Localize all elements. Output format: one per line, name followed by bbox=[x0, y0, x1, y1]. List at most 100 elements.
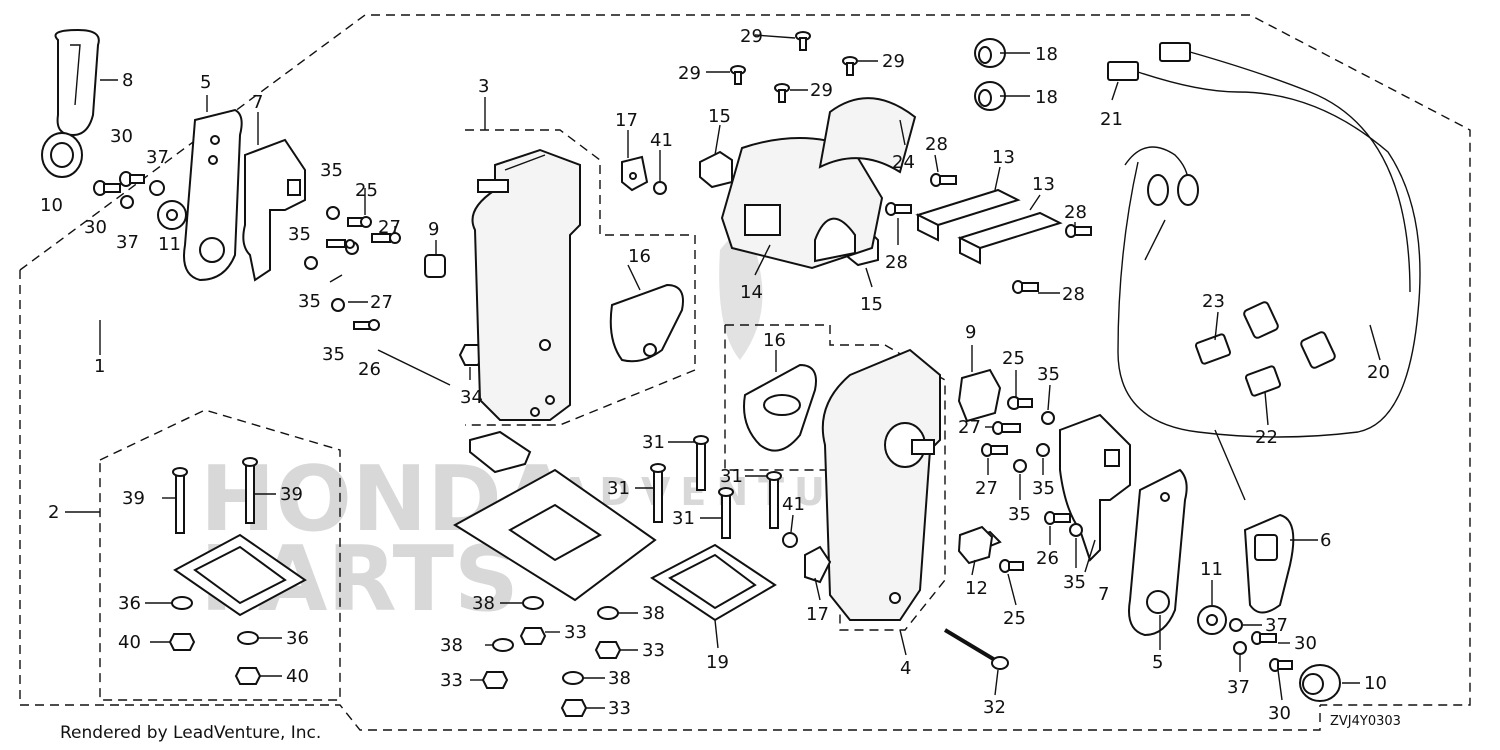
callout: 11 bbox=[158, 234, 181, 255]
callout: 12 bbox=[965, 578, 988, 599]
clip-part-top bbox=[621, 155, 667, 195]
footer-credit: Rendered by LeadVenture, Inc. bbox=[60, 723, 321, 743]
callout: 3 bbox=[478, 76, 489, 97]
callout: 38 bbox=[440, 635, 463, 656]
callout: 35 bbox=[322, 344, 345, 365]
lever-handle-part bbox=[54, 28, 100, 137]
callout: 10 bbox=[40, 195, 63, 216]
callout: 5 bbox=[200, 72, 211, 93]
callout: 9 bbox=[965, 322, 976, 343]
callout: 41 bbox=[782, 494, 805, 515]
callout: 28 bbox=[1062, 284, 1085, 305]
callout: 38 bbox=[642, 603, 665, 624]
diagram-code: ZVJ4Y0303 bbox=[1330, 714, 1401, 729]
long-bolt-part bbox=[943, 628, 1009, 670]
callout: 4 bbox=[900, 658, 911, 679]
washer-part bbox=[157, 200, 187, 230]
callout-labels: 8 5 7 30 37 10 30 37 11 3 35 25 35 27 9 … bbox=[40, 26, 1390, 724]
fastener-cluster-right bbox=[1229, 618, 1293, 672]
callout: 37 bbox=[146, 147, 169, 168]
callout: 8 bbox=[122, 70, 133, 91]
cable-attachment-part bbox=[242, 138, 306, 282]
cover-plate-left-part bbox=[609, 283, 684, 363]
clip-part-bottom bbox=[782, 532, 832, 584]
callout: 33 bbox=[642, 640, 665, 661]
callout: 35 bbox=[298, 291, 321, 312]
lever-arm-part bbox=[183, 108, 243, 282]
callout: 39 bbox=[280, 484, 303, 505]
cable-attachment-right-part bbox=[1059, 413, 1131, 562]
gasket-part bbox=[453, 430, 657, 602]
callout: 1 bbox=[94, 356, 105, 377]
grommet-part bbox=[41, 132, 83, 178]
callout: 37 bbox=[116, 232, 139, 253]
grip-cover-part bbox=[1243, 513, 1295, 614]
callout: 18 bbox=[1035, 44, 1058, 65]
callout: 9 bbox=[428, 219, 439, 240]
callout: 41 bbox=[650, 130, 673, 151]
callout: 17 bbox=[615, 110, 638, 131]
callout: 23 bbox=[1202, 291, 1225, 312]
bolt-part-31 bbox=[650, 435, 782, 539]
callout: 33 bbox=[608, 698, 631, 719]
callout: 27 bbox=[378, 217, 401, 238]
callout: 38 bbox=[608, 668, 631, 689]
callout: 31 bbox=[607, 478, 630, 499]
callout: 17 bbox=[806, 604, 829, 625]
callout: 29 bbox=[740, 26, 763, 47]
callout: 31 bbox=[720, 466, 743, 487]
screw-part-29 bbox=[730, 31, 858, 103]
mounting-frame-left-part bbox=[173, 533, 307, 617]
callout: 28 bbox=[885, 252, 908, 273]
callout: 27 bbox=[958, 417, 981, 438]
watermark-wing-icon bbox=[719, 234, 763, 360]
switch-housing-part bbox=[720, 137, 884, 270]
callout: 26 bbox=[358, 359, 381, 380]
callout: 27 bbox=[975, 478, 998, 499]
callout: 31 bbox=[642, 432, 665, 453]
callout: 33 bbox=[564, 622, 587, 643]
callout: 20 bbox=[1367, 362, 1390, 383]
callout: 40 bbox=[118, 632, 141, 653]
control-box-left-part bbox=[471, 148, 581, 421]
callout: 35 bbox=[320, 160, 343, 181]
lever-arm-right-part bbox=[1128, 468, 1188, 637]
callout: 15 bbox=[860, 294, 883, 315]
callout: 37 bbox=[1265, 615, 1288, 636]
callout: 35 bbox=[1037, 364, 1060, 385]
callout: 11 bbox=[1200, 559, 1223, 580]
wire-harness-part bbox=[1107, 42, 1421, 438]
callout: 13 bbox=[1032, 174, 1055, 195]
callout: 36 bbox=[118, 593, 141, 614]
callout: 40 bbox=[286, 666, 309, 687]
bracket-part-12 bbox=[957, 525, 994, 565]
callout: 13 bbox=[992, 147, 1015, 168]
callout: 35 bbox=[1008, 504, 1031, 525]
grommet-right-part bbox=[1299, 664, 1341, 702]
assembly-outline-2 bbox=[99, 409, 341, 701]
screw-part-28 bbox=[885, 173, 1092, 294]
callout: 35 bbox=[288, 224, 311, 245]
callout: 36 bbox=[286, 628, 309, 649]
callout: 19 bbox=[706, 652, 729, 673]
callout: 30 bbox=[110, 126, 133, 147]
callout: 30 bbox=[1268, 703, 1291, 724]
cover-plate-right-part bbox=[743, 363, 817, 452]
plug-part bbox=[974, 38, 1006, 111]
callout: 30 bbox=[1294, 633, 1317, 654]
callout: 10 bbox=[1364, 673, 1387, 694]
callout: 33 bbox=[440, 670, 463, 691]
callout: 31 bbox=[672, 508, 695, 529]
callout: 25 bbox=[1002, 348, 1025, 369]
callout: 26 bbox=[1036, 548, 1059, 569]
harness-plug-part bbox=[1194, 301, 1336, 397]
callout: 37 bbox=[1227, 677, 1250, 698]
callout: 27 bbox=[370, 292, 393, 313]
assembly-outline-1 bbox=[19, 14, 1471, 731]
washer-right-part bbox=[1197, 605, 1227, 635]
rubber-cap-right-part bbox=[957, 368, 1002, 423]
cover-strip-part bbox=[818, 97, 917, 174]
callout: 24 bbox=[892, 152, 915, 173]
callout: 25 bbox=[355, 180, 378, 201]
